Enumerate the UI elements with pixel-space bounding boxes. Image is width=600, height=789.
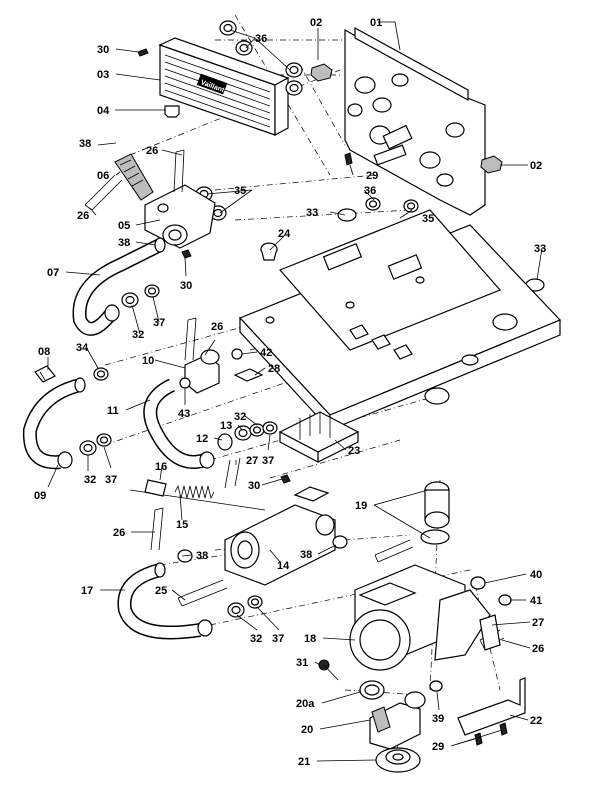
callout-01: 01 [370, 17, 382, 29]
callout-26: 26 [77, 210, 89, 222]
part-10-sensor-block [179, 348, 264, 394]
part-19-air-vent [374, 481, 450, 563]
callout-36: 36 [364, 185, 376, 197]
part-31-screw [318, 659, 339, 681]
part-17-pipe [117, 562, 263, 640]
callout-labels: 01 02 02 03 04 05 06 07 08 09 10 11 12 1… [34, 17, 546, 768]
callout-30: 30 [248, 480, 260, 492]
part-02-caps [310, 63, 503, 174]
callout-32: 32 [250, 633, 262, 645]
callout-37: 37 [153, 317, 165, 329]
callout-22: 22 [530, 715, 542, 727]
callout-33: 33 [306, 207, 318, 219]
callout-06: 06 [97, 170, 109, 182]
callout-28: 28 [268, 363, 280, 375]
part-23-terminal-block [278, 411, 360, 463]
rings-12-13 [217, 421, 278, 451]
callout-13: 13 [220, 420, 232, 432]
callout-35: 35 [234, 185, 246, 197]
callout-24: 24 [278, 228, 291, 240]
callout-42: 42 [260, 347, 272, 359]
seal-rings-36-35 [195, 20, 545, 292]
callout-37: 37 [272, 633, 284, 645]
chassis-tray [238, 209, 562, 432]
callout-32: 32 [234, 411, 246, 423]
part-18-pump [349, 564, 512, 671]
callout-21: 21 [298, 756, 310, 768]
callout-07: 07 [47, 267, 59, 279]
callout-20: 20 [301, 724, 313, 736]
callout-35: 35 [422, 213, 434, 225]
part-25-clip [177, 579, 228, 607]
callout-29: 29 [366, 170, 378, 182]
callout-18: 18 [304, 633, 316, 645]
part-20-drain-assembly [359, 680, 443, 773]
part-05-06-valve [114, 153, 216, 249]
callout-leaders [47, 21, 543, 762]
callout-30: 30 [97, 44, 109, 56]
callout-09: 09 [34, 490, 46, 502]
callout-39: 39 [432, 713, 444, 725]
part-07-pipe [72, 237, 166, 336]
part-09-pipe [22, 377, 112, 470]
callout-40: 40 [530, 569, 542, 581]
callout-38: 38 [196, 550, 208, 562]
callout-30: 30 [180, 280, 192, 292]
part-04-clip [164, 105, 180, 118]
clips-26 [84, 149, 505, 649]
callout-05: 05 [118, 220, 130, 232]
callout-25: 25 [155, 585, 167, 597]
callout-32: 32 [84, 474, 96, 486]
callout-26: 26 [146, 145, 158, 157]
callout-16: 16 [155, 461, 167, 473]
callout-32: 32 [132, 329, 144, 341]
callout-11: 11 [107, 405, 119, 417]
callout-26: 26 [113, 527, 125, 539]
callout-38: 38 [79, 138, 91, 150]
callout-38: 38 [118, 237, 130, 249]
callout-33: 33 [534, 243, 546, 255]
part-14-valve-body [177, 486, 348, 586]
callout-26: 26 [211, 321, 223, 333]
part-15-16-27 [129, 457, 266, 511]
callout-03: 03 [97, 69, 109, 81]
callout-36: 36 [255, 33, 267, 45]
callout-34: 34 [76, 342, 89, 354]
callout-12: 12 [196, 433, 208, 445]
callout-26: 26 [532, 643, 544, 655]
callout-23: 23 [348, 445, 360, 457]
callout-04: 04 [97, 105, 110, 117]
callout-08: 08 [38, 346, 50, 358]
callout-37: 37 [105, 474, 117, 486]
callout-31: 31 [296, 657, 308, 669]
callout-20a: 20a [296, 698, 315, 710]
callout-02: 02 [530, 160, 542, 172]
callout-27: 27 [246, 455, 258, 467]
callout-38: 38 [300, 549, 312, 561]
callout-43: 43 [178, 408, 190, 420]
callout-14: 14 [277, 560, 290, 572]
part-01-backplate [344, 26, 486, 216]
part-11-pipe [143, 378, 215, 469]
callout-41: 41 [530, 595, 542, 607]
callout-29: 29 [432, 741, 444, 753]
callout-15: 15 [176, 519, 188, 531]
part-08-sensor [34, 365, 109, 383]
callout-10: 10 [142, 355, 154, 367]
screws-30 [137, 48, 291, 484]
callout-02: 02 [310, 17, 322, 29]
part-03-heat-exchanger: Vaillant [158, 37, 290, 137]
callout-37: 37 [262, 455, 274, 467]
callout-17: 17 [81, 585, 93, 597]
part-22-bracket [344, 152, 526, 746]
callout-19: 19 [355, 500, 367, 512]
callout-27: 27 [532, 617, 544, 629]
part-39-ring [429, 680, 443, 692]
